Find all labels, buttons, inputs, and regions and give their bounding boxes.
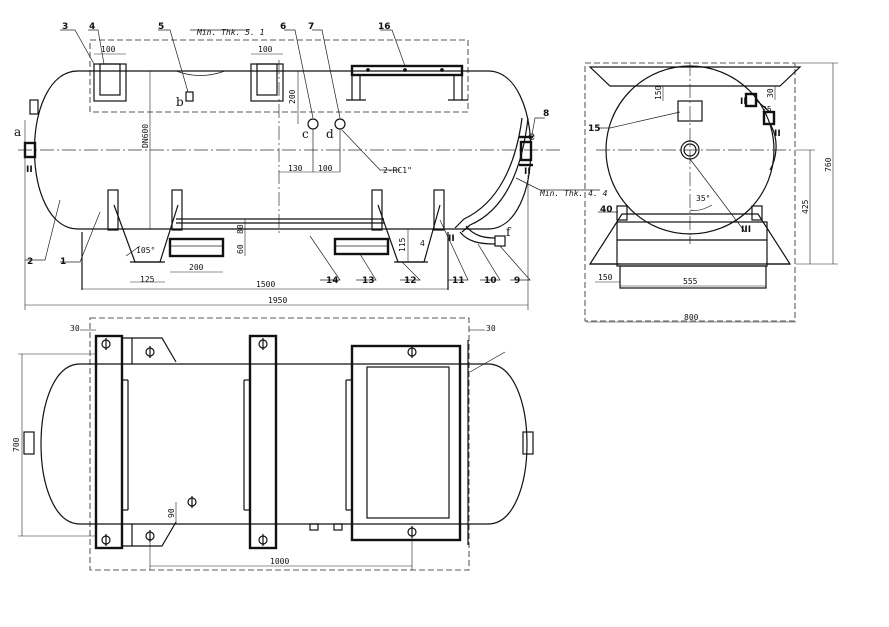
port-a: a (14, 125, 21, 139)
part-8: 8 (543, 109, 549, 119)
top-saddle-mid (248, 334, 278, 550)
svg-text:115: 115 (398, 237, 407, 252)
nozzle-e (519, 140, 533, 162)
top-lug-left-inner (99, 63, 121, 96)
part-15: 15 (588, 124, 601, 134)
part-3: 3 (62, 22, 68, 32)
svg-text:III: III (741, 225, 751, 235)
svg-text:2-RC1": 2-RC1" (383, 166, 412, 175)
min-thk-top: Min. Thk. 5. 1 (196, 28, 264, 37)
svg-text:25: 25 (762, 105, 772, 114)
svg-text:1950: 1950 (268, 296, 287, 305)
top-weld (175, 70, 226, 76)
part-6: 6 (280, 22, 286, 32)
svg-text:DN600: DN600 (141, 124, 150, 148)
side-base-frame (588, 213, 792, 265)
svg-text:150: 150 (654, 85, 663, 100)
side-base-block (619, 265, 767, 289)
svg-text:II: II (774, 129, 781, 139)
top-frame-outline (89, 317, 470, 571)
bottom-block-right (333, 237, 390, 256)
svg-text:125: 125 (140, 275, 155, 284)
port-d: d (326, 127, 334, 141)
top-manway-panel (350, 344, 462, 542)
min-thk-right: Min. Thk. 4. 4 (539, 189, 608, 198)
svg-text:II: II (448, 234, 455, 244)
port-c: c (302, 127, 309, 141)
nozzle-a-flange (29, 99, 39, 115)
top-manway-window (366, 366, 450, 519)
part-14: 14 (326, 276, 339, 286)
svg-text:760: 760 (824, 157, 833, 172)
svg-text:105°: 105° (136, 246, 155, 255)
top-lug-mid-inner (256, 63, 278, 96)
svg-text:100: 100 (318, 164, 333, 173)
front-view: 3 4 5 Min. Thk. 5. 1 6 7 16 100 100 a II… (14, 22, 608, 310)
svg-text:1500: 1500 (256, 280, 275, 289)
part-11: 11 (452, 276, 465, 286)
part-9: 9 (514, 276, 520, 286)
svg-text:II: II (524, 167, 531, 177)
svg-text:150: 150 (598, 273, 613, 282)
part-10: 10 (484, 276, 497, 286)
drain-pipe-inner (454, 117, 523, 229)
svg-text:30: 30 (70, 324, 80, 333)
part-7: 7 (308, 22, 314, 32)
svg-text:90: 90 (167, 508, 176, 518)
top-handle-bar (350, 64, 464, 77)
svg-text:30: 30 (486, 324, 496, 333)
side-top-platform (588, 66, 802, 87)
svg-text:80: 80 (236, 224, 245, 234)
svg-text:100: 100 (101, 45, 116, 54)
svg-text:4: 4 (420, 239, 425, 248)
top-view: 30 30 700 90 1000 (12, 317, 534, 571)
part-12: 12 (404, 276, 417, 286)
svg-text:700: 700 (12, 437, 21, 452)
side-view: 15 40 150 30 25 II II III 35° 760 425 15… (584, 62, 838, 323)
side-40: 40 (600, 205, 613, 215)
svg-text:130: 130 (288, 164, 303, 173)
part-16: 16 (378, 22, 391, 32)
top-right-head (487, 363, 528, 525)
bottom-block-left (168, 237, 225, 258)
port-f: f (506, 225, 512, 239)
side-nameplate (677, 100, 703, 122)
top-saddle-left (94, 334, 124, 550)
svg-text:30: 30 (766, 88, 775, 98)
top-left-head (40, 363, 81, 525)
svg-text:35°: 35° (696, 194, 710, 203)
nozzle-b (185, 91, 194, 102)
svg-text:100: 100 (258, 45, 273, 54)
svg-text:200: 200 (288, 89, 297, 104)
part-13: 13 (362, 276, 375, 286)
part-4: 4 (89, 22, 95, 32)
port-e: e (528, 129, 535, 143)
nozzle-d (334, 118, 346, 130)
nozzle-c (307, 118, 319, 130)
port-b: b (176, 95, 184, 109)
part-2: 2 (27, 257, 33, 267)
svg-text:800: 800 (684, 313, 699, 322)
svg-text:1000: 1000 (270, 557, 289, 566)
part-1: 1 (60, 257, 66, 267)
part-5: 5 (158, 22, 164, 32)
nozzle-f (494, 235, 506, 247)
svg-text:425: 425 (801, 199, 810, 214)
svg-text:200: 200 (189, 263, 204, 272)
svg-text:60: 60 (236, 244, 245, 254)
svg-text:II: II (26, 165, 33, 175)
svg-text:II: II (740, 97, 747, 107)
svg-text:555: 555 (683, 277, 698, 286)
